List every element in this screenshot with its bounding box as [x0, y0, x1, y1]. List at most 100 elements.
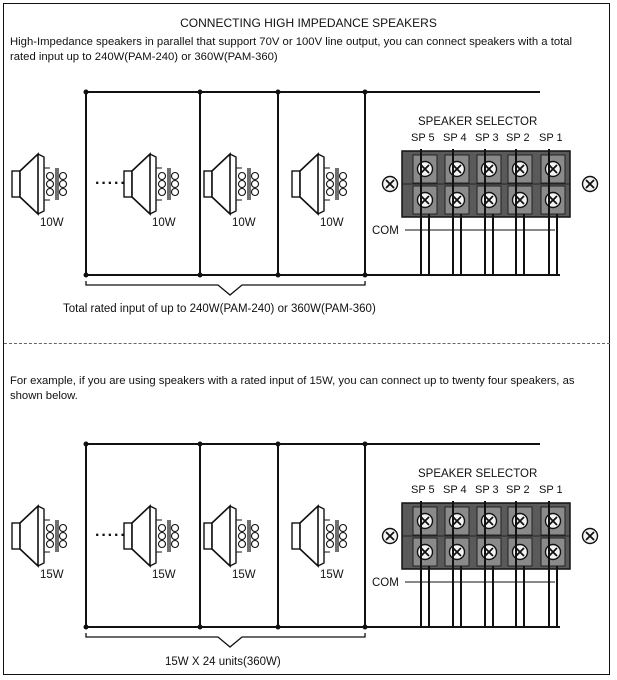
mounting-screw-icon: [581, 527, 599, 545]
coil-turn: [170, 539, 180, 549]
screw-slot: [515, 195, 525, 205]
speaker-rim: [317, 505, 325, 567]
coil-turn: [157, 187, 167, 197]
screw-slot: [452, 195, 462, 205]
diagram-frame: [3, 3, 610, 675]
selector-label: SP 2: [506, 484, 530, 496]
screw-slot: [452, 164, 462, 174]
screw-icon: [448, 543, 466, 561]
screw-icon: [480, 543, 498, 561]
caption-bracket: [85, 633, 366, 648]
coil-turn: [325, 523, 335, 533]
coil-turn: [250, 539, 260, 549]
speaker-icon: [203, 504, 260, 568]
coil-turn: [170, 531, 180, 541]
screw-slot: [548, 516, 558, 526]
coil-turn: [45, 523, 55, 533]
speaker-rim: [37, 505, 45, 567]
coil-turn: [250, 179, 260, 189]
coil-turn: [338, 171, 348, 181]
diagram1-caption: Total rated input of up to 240W(PAM-240)…: [63, 303, 376, 315]
coil-turn: [237, 187, 247, 197]
screw-icon: [448, 512, 466, 530]
coil-turn: [58, 171, 68, 181]
junction-dot: [275, 624, 281, 630]
screw-slot: [515, 516, 525, 526]
coil-turn: [58, 187, 68, 197]
ellipsis-dots: ·····: [95, 527, 127, 544]
screw-slot: [452, 547, 462, 557]
speaker-cone: [19, 504, 39, 568]
speaker-rim: [37, 153, 45, 215]
screw-icon: [416, 512, 434, 530]
screw-icon: [544, 512, 562, 530]
speaker-rim: [149, 505, 157, 567]
caption-bracket: [85, 281, 366, 296]
screw-slot: [420, 195, 430, 205]
screw-slot: [548, 164, 558, 174]
speaker-cone: [211, 152, 231, 216]
coil-turn: [157, 171, 167, 181]
speaker-rating: 10W: [40, 217, 64, 229]
screw-slot: [420, 516, 430, 526]
speaker-rim: [229, 153, 237, 215]
coil-turn: [250, 531, 260, 541]
speaker-rating: 15W: [40, 569, 64, 581]
screw-slot: [385, 531, 395, 541]
speaker-rating: 15W: [152, 569, 176, 581]
screw-icon: [448, 191, 466, 209]
screw-slot: [420, 547, 430, 557]
speaker-cone: [131, 504, 151, 568]
coil-turn: [250, 523, 260, 533]
coil-turn: [58, 539, 68, 549]
screw-icon: [511, 160, 529, 178]
screw-slot: [515, 547, 525, 557]
coil-turn: [157, 531, 167, 541]
speaker-selector-title: SPEAKER SELECTOR: [418, 116, 537, 128]
speaker-icon: [291, 504, 348, 568]
coil-turn: [45, 539, 55, 549]
mounting-screw-icon: [581, 175, 599, 193]
coil-turn: [338, 531, 348, 541]
screw-slot: [452, 516, 462, 526]
selector-label: SP 4: [443, 132, 467, 144]
screw-icon: [416, 160, 434, 178]
coil-turn: [170, 179, 180, 189]
selector-label: SP 5: [411, 484, 435, 496]
speaker-rating: 10W: [320, 217, 344, 229]
speaker-selector-title: SPEAKER SELECTOR: [418, 468, 537, 480]
speaker-rating: 10W: [232, 217, 256, 229]
speaker-icon: [123, 504, 180, 568]
coil-turn: [237, 179, 247, 189]
speaker-rating: 15W: [320, 569, 344, 581]
speaker-icon: [203, 152, 260, 216]
speaker-icon: [11, 504, 68, 568]
coil-turn: [250, 187, 260, 197]
coil-turn: [45, 531, 55, 541]
speaker-rim: [317, 153, 325, 215]
coil-turn: [170, 523, 180, 533]
speaker-cone: [299, 152, 319, 216]
junction-dot: [83, 89, 89, 95]
coil-turn: [237, 531, 247, 541]
speaker-cone: [131, 152, 151, 216]
coil-turn: [338, 187, 348, 197]
junction-dot: [83, 272, 89, 278]
speaker-magnet: [203, 170, 213, 198]
coil-turn: [45, 179, 55, 189]
screw-icon: [544, 160, 562, 178]
coil-turn: [157, 539, 167, 549]
coil-turn: [58, 523, 68, 533]
selector-label: SP 4: [443, 484, 467, 496]
coil-turn: [325, 187, 335, 197]
screw-icon: [480, 512, 498, 530]
coil-turn: [170, 171, 180, 181]
screw-slot: [420, 164, 430, 174]
selector-label: SP 3: [475, 132, 499, 144]
junction-dot: [275, 272, 281, 278]
junction-dot: [197, 624, 203, 630]
screw-icon: [416, 191, 434, 209]
screw-icon: [480, 191, 498, 209]
speaker-magnet: [291, 522, 301, 550]
